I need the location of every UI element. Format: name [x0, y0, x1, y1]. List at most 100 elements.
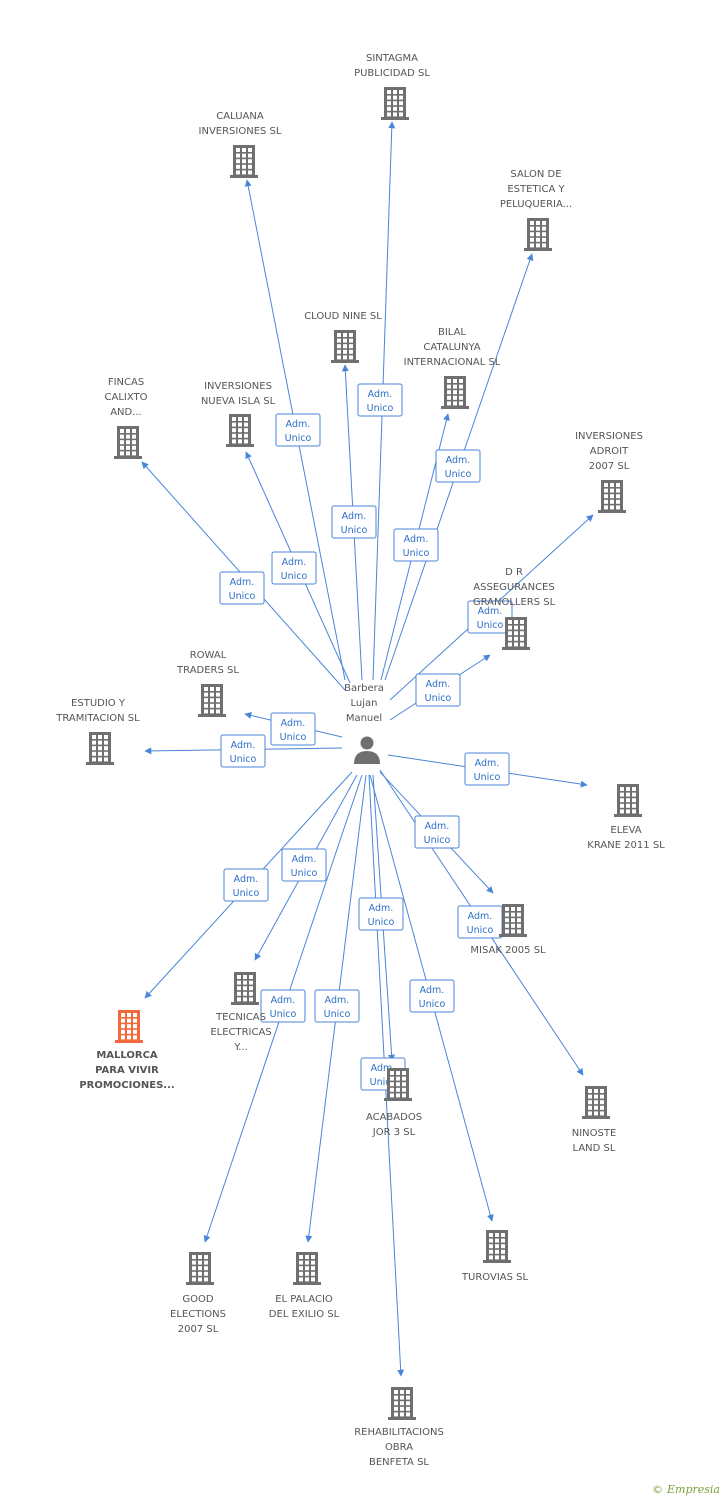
role-badge-acabados[interactable]: Adm.Unico — [358, 897, 404, 931]
person-icon — [354, 736, 380, 764]
role-badge-mallorca[interactable]: Adm. Unico — [223, 868, 269, 902]
company-label: INVERSIONES SL — [199, 126, 282, 137]
company-label: TUROVIAS SL — [461, 1272, 529, 1283]
company-node-turovias[interactable]: TUROVIAS SL — [461, 1230, 529, 1283]
role-badge-rowal[interactable]: Adm.Unico — [270, 712, 316, 746]
role-badge-tecnicas[interactable]: Adm. Unico — [281, 848, 327, 882]
role-badge-text: Unico — [324, 1009, 351, 1020]
role-badge-text: Unico — [233, 888, 260, 899]
role-badge-caluana[interactable]: Adm.Unico — [275, 413, 321, 447]
role-badge-text: Adm. — [446, 455, 471, 466]
copyright-icon: © — [652, 1483, 663, 1496]
role-badge-turovias[interactable]: Adm.Unico — [409, 979, 455, 1013]
company-label: NINOSTE — [572, 1128, 617, 1139]
company-label: CATALUNYA — [423, 342, 480, 353]
company-label: ESTETICA Y — [507, 184, 565, 195]
role-badge-dr[interactable]: Adm.Unico — [415, 673, 461, 707]
role-badge-salon[interactable]: Adm. Unico — [435, 449, 481, 483]
brand-logo[interactable]: Empresia — [667, 1483, 720, 1496]
role-badge-text: Unico — [230, 754, 257, 765]
role-badge-text: Unico — [474, 772, 501, 783]
role-badge-adroit[interactable]: Adm.Unico — [467, 600, 513, 634]
role-badge-good[interactable]: Adm.Unico — [260, 989, 306, 1023]
company-node-fincas[interactable]: FINCASCALIXTOAND... — [105, 377, 148, 459]
company-label: DEL EXILIO SL — [269, 1309, 340, 1320]
role-badge-text: Adm. — [425, 821, 450, 832]
company-label: CLOUD NINE SL — [304, 311, 382, 322]
company-node-cloudnine[interactable]: CLOUD NINE SL — [304, 311, 382, 363]
company-node-misak[interactable]: MISAK 2005 SL — [470, 904, 546, 956]
role-badge-text: Adm. — [342, 511, 367, 522]
company-node-ninoste[interactable]: NINOSTE LAND SL — [572, 1086, 617, 1154]
company-label: 2007 SL — [178, 1324, 219, 1335]
company-label: ELEVA — [610, 825, 641, 836]
company-label: SALON DE — [510, 169, 561, 180]
role-badge-text: Unico — [291, 868, 318, 879]
company-label: FINCAS — [108, 377, 144, 388]
role-badge-eleva[interactable]: Adm.Unico — [464, 752, 510, 786]
person-label: Barbera — [344, 683, 384, 694]
role-badge-text: Adm. — [286, 419, 311, 430]
role-badge-text: Unico — [403, 548, 430, 559]
role-badge-text: Unico — [419, 999, 446, 1010]
role-badge-text: Unico — [280, 732, 307, 743]
company-label: LAND SL — [573, 1143, 616, 1154]
company-node-salon[interactable]: SALON DE ESTETICA Y PELUQUERIA... — [500, 169, 572, 251]
company-label: PELUQUERIA... — [500, 199, 572, 210]
company-label: TRADERS SL — [176, 665, 239, 676]
role-badge-text: Unico — [477, 620, 504, 631]
building-icon — [499, 904, 527, 937]
company-label: PUBLICIDAD SL — [354, 68, 430, 79]
role-badge-text: Unico — [368, 917, 395, 928]
role-badge-text: Unico — [425, 693, 452, 704]
role-badge-cloudnine[interactable]: Adm. Unico — [331, 505, 377, 539]
building-icon — [381, 87, 409, 120]
role-badge-nuevaisla[interactable]: Adm.Unico — [271, 551, 317, 585]
company-label: D R — [505, 567, 523, 578]
company-label: TECNICAS — [215, 1012, 266, 1023]
role-badge-text: Adm. — [234, 874, 259, 885]
role-badge-text: Unico — [270, 1009, 297, 1020]
role-badge-text: Adm. — [292, 854, 317, 865]
role-badge-text: Adm. — [230, 577, 255, 588]
building-icon — [483, 1230, 511, 1263]
company-label: CALIXTO — [105, 392, 148, 403]
role-badge-estudio[interactable]: Adm.Unico — [220, 734, 266, 768]
building-icon — [115, 1010, 143, 1043]
role-badge-text: Unico — [341, 525, 368, 536]
role-badge-fincas[interactable]: Adm.Unico — [219, 571, 265, 605]
building-icon — [614, 784, 642, 817]
company-label: ASSEGURANCES — [473, 582, 554, 593]
building-icon — [198, 684, 226, 717]
badges-layer: Adm.UnicoAdm.UnicoAdm.UnicoAdm.UnicoAdm.… — [219, 383, 513, 1091]
role-badge-palacio[interactable]: Adm.Unico — [314, 989, 360, 1023]
role-badge-text: Unico — [424, 835, 451, 846]
building-icon — [388, 1387, 416, 1420]
building-icon — [86, 732, 114, 765]
role-badge-text: Unico — [445, 469, 472, 480]
company-label: ACABADOS — [366, 1112, 422, 1123]
person-label: Manuel — [346, 713, 382, 724]
role-badge-ninoste[interactable]: Adm.Unico — [457, 905, 503, 939]
role-badge-bilal[interactable]: Adm.Unico — [393, 528, 439, 562]
company-node-tecnicas[interactable]: TECNICASELECTRICASY... — [210, 972, 272, 1053]
role-badge-misak[interactable]: Adm. Unico — [414, 815, 460, 849]
role-badge-sintagma[interactable]: Adm.Unico — [357, 383, 403, 417]
building-icon — [502, 617, 530, 650]
